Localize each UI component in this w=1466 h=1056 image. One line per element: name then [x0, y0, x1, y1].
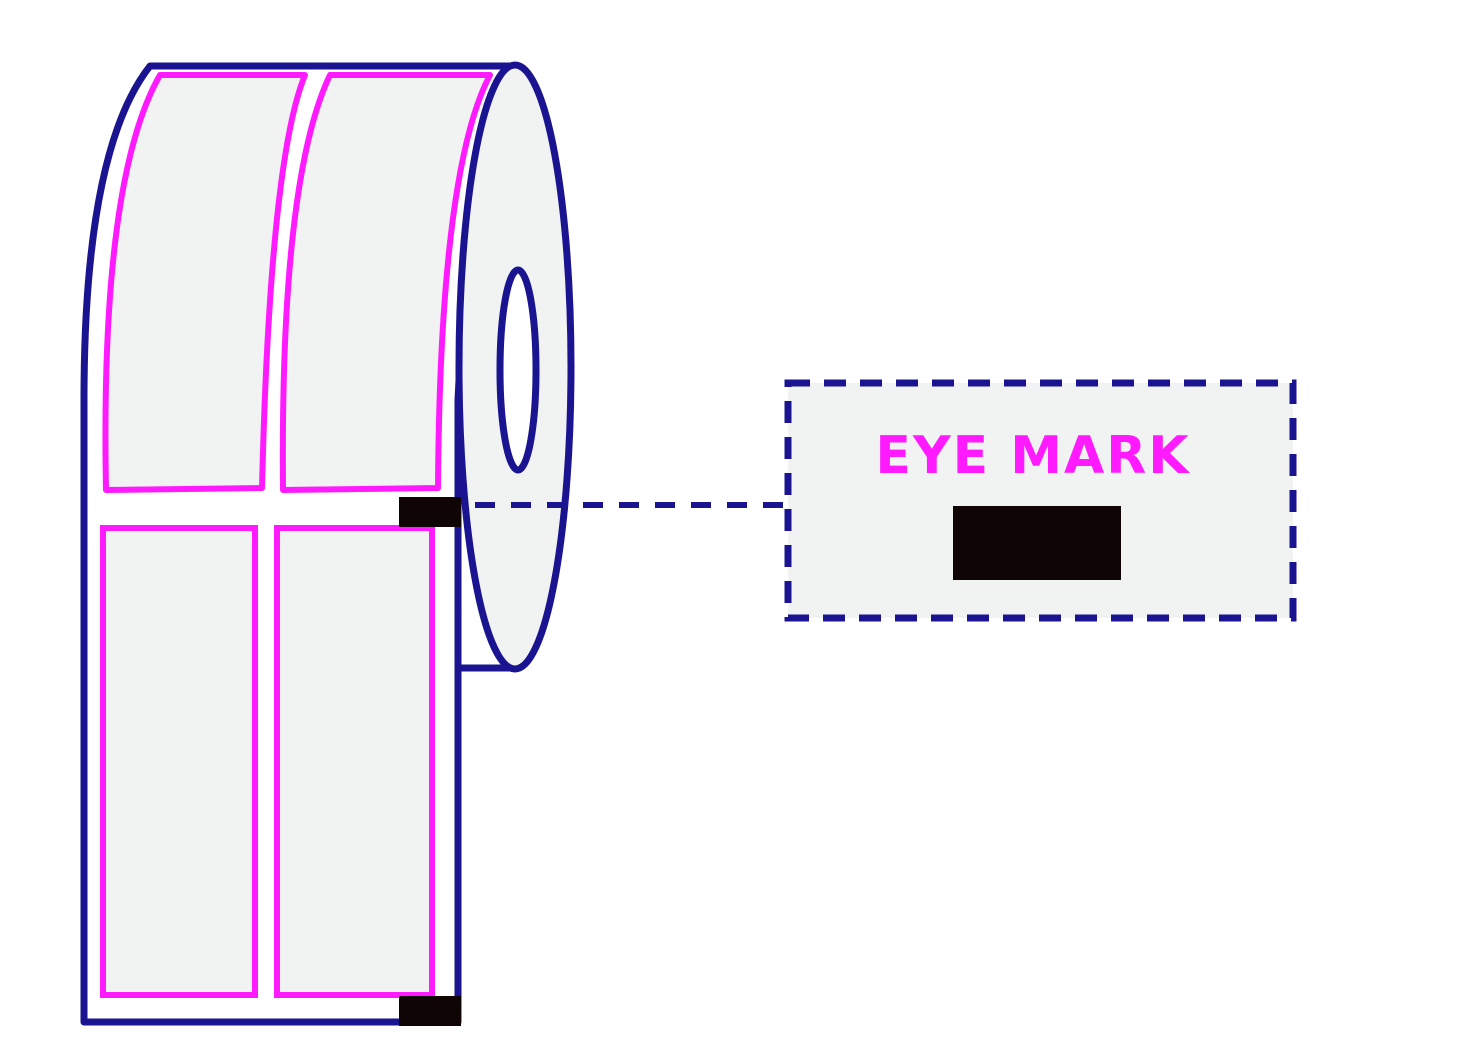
eye-mark-upper [399, 497, 461, 527]
label-curved-right [279, 72, 493, 493]
label-flat-right [274, 525, 435, 998]
roll-core-hole [496, 266, 540, 474]
eye-mark-icon [953, 506, 1121, 580]
callout-box [784, 379, 1297, 622]
eye-mark-callout: EYE MARK [784, 379, 1297, 622]
callout-label: EYE MARK [875, 426, 1190, 486]
label-flat-left [100, 525, 258, 998]
eye-mark-lower [399, 996, 461, 1026]
web-strip [454, 520, 515, 672]
label-curved-left [102, 72, 308, 493]
label-roll-icon [80, 61, 575, 1026]
